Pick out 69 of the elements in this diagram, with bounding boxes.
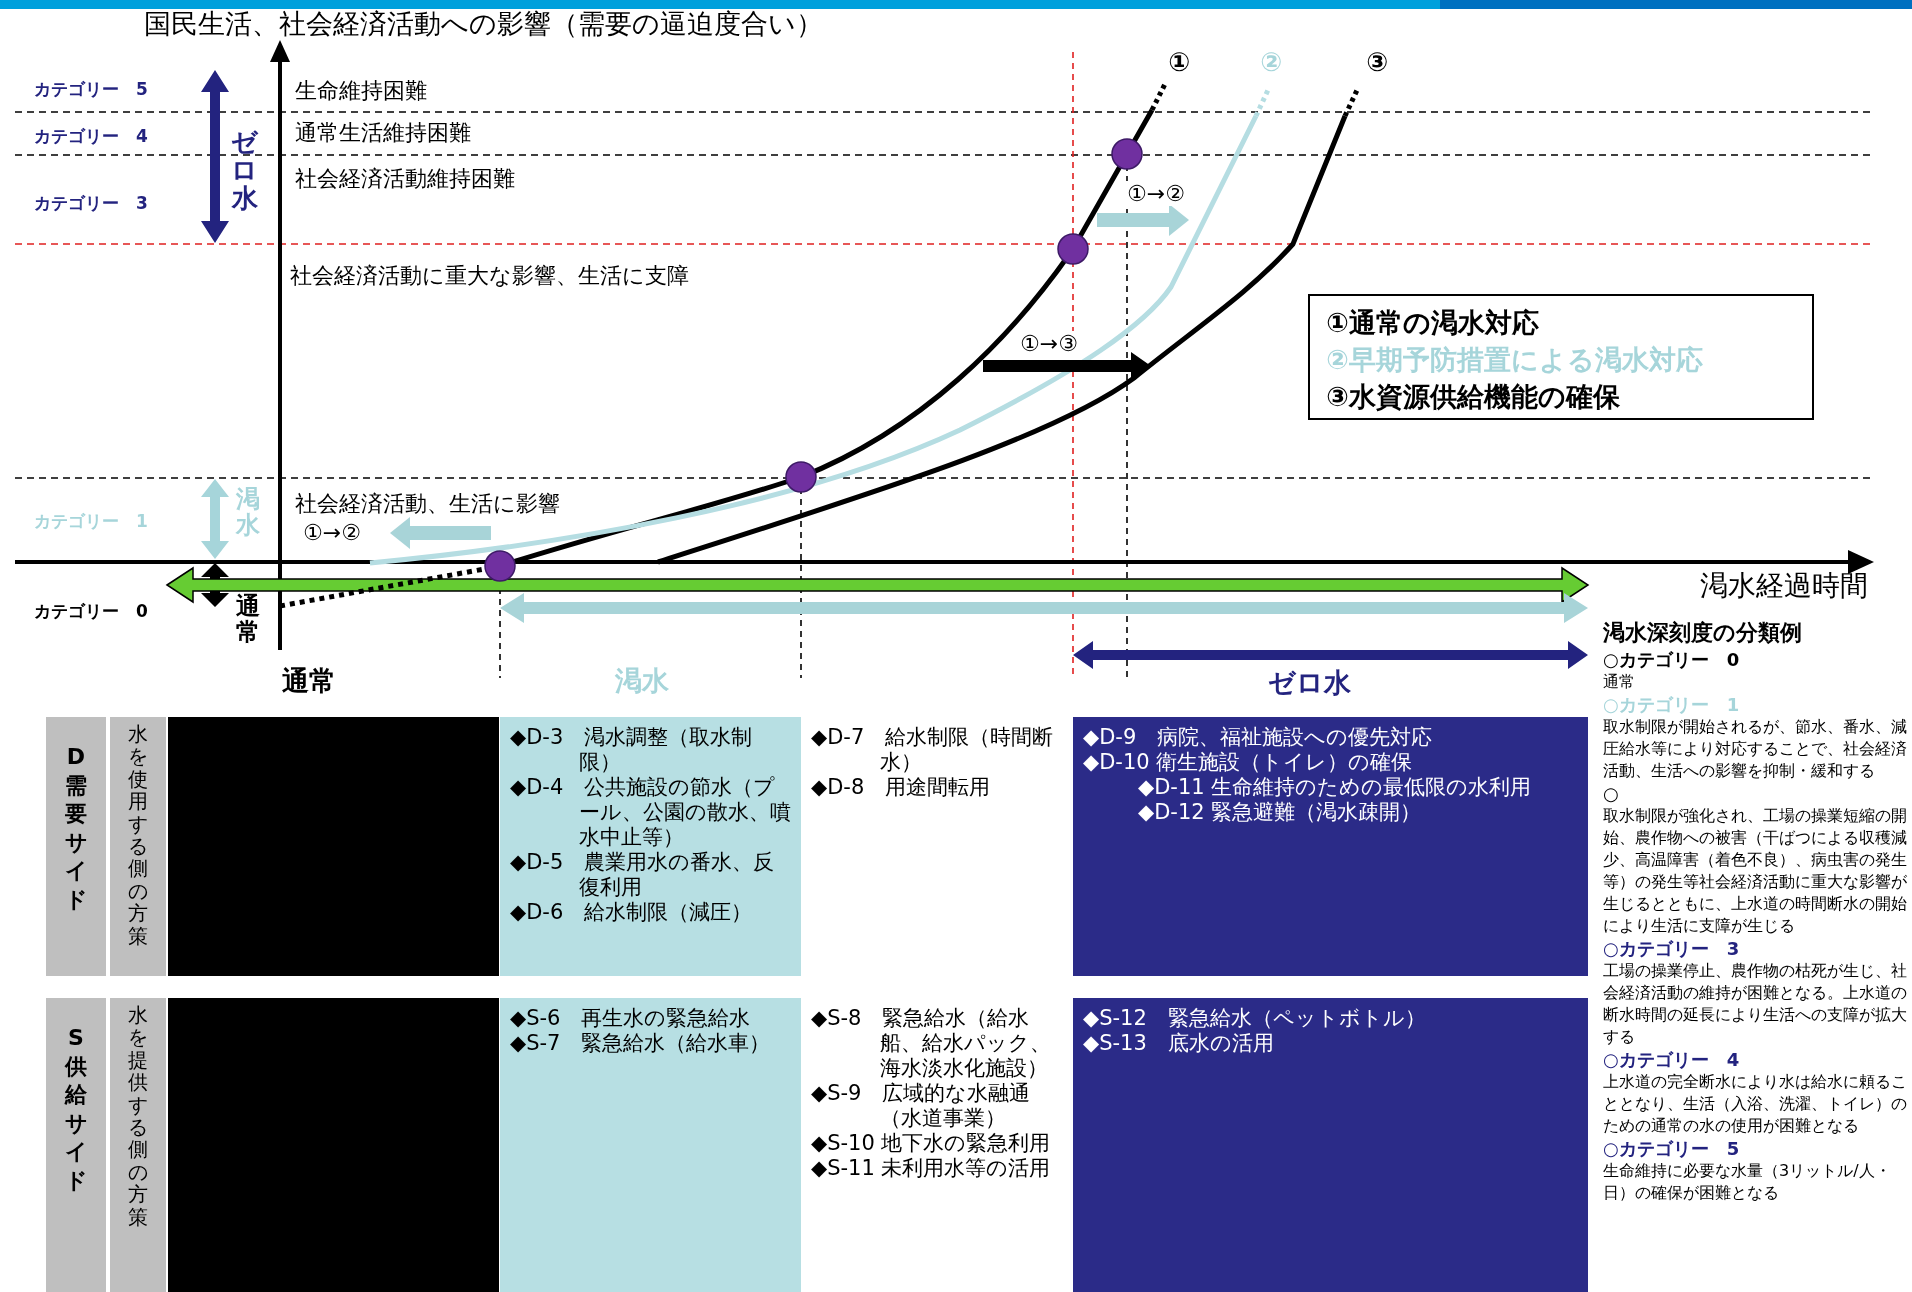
table-cell (1073, 717, 1588, 976)
table-cell (500, 998, 801, 1292)
list-item: ◆D-8 用途間転用 (811, 775, 992, 800)
category-heading: ○カテゴリー 4 (1603, 1048, 1741, 1071)
category-heading: ○カテゴリー 0 (1603, 648, 1741, 671)
row-header: S 供給サイド (46, 998, 106, 1292)
level-label: 社会経済活動に重大な影響、生活に支障 (290, 263, 689, 289)
description: 取水制限が強化され、工場の操業短縮の開始、農作物への被害（干ばつによる収穫減少、高温障害（着色不良）、病虫害の発生等）の発生等社会経済活動に重大な影響が生じるとともに、上水道の時間断水の開始により生活に支障が生じる (1603, 805, 1908, 937)
curve-label: ③ (1366, 48, 1388, 78)
table-cell (168, 717, 499, 976)
list-item: ◆S-10 地下水の緊急利用 (811, 1131, 1052, 1156)
list-item: ◆S-11 未利用水等の活用 (811, 1156, 1052, 1181)
category-heading: ○カテゴリー 5 (1603, 1137, 1741, 1160)
category-heading: ○ (1603, 782, 1620, 805)
level-label: 通常生活維持困難 (295, 120, 471, 146)
level-label: 生命維持困難 (295, 78, 427, 104)
category-label: カテゴリー 5 (34, 80, 148, 100)
list-item: ◆S-12 緊急給水（ペットボトル） (1083, 1006, 1427, 1031)
arrow-label: ①→② (303, 520, 361, 546)
description: 上水道の完全断水により水は給水に頼ることとなり、生活（入浴、洗濯、トイレ）のための通常の水の使用が困難となる (1603, 1071, 1908, 1137)
list-item: ◆S-9 広域的な水融通（水道事業） (811, 1081, 1032, 1131)
table-cell (1073, 998, 1588, 1292)
arrow-label: ①→② (1125, 181, 1187, 207)
category-label: カテゴリー 4 (34, 127, 148, 147)
legend-item: ②早期予防措置による渇水対応 (1326, 343, 1704, 377)
row-header: D 需要サイド (46, 717, 106, 976)
description: 取水制限が開始されるが、節水、番水、減圧給水等により対応することで、社会経済活動、生活への影響を抑制・緩和する (1603, 716, 1908, 782)
category-label: カテゴリー 3 (34, 194, 148, 214)
legend-item: ③水資源供給機能の確保 (1326, 380, 1621, 414)
curve-label: ② (1260, 48, 1282, 78)
list-item: ◆S-6 再生水の緊急給水 (510, 1006, 752, 1031)
description: 通常 (1603, 671, 1636, 693)
list-item: ◆D-7 給水制限（時間断水） (811, 725, 1055, 775)
level-label: 社会経済活動維持困難 (295, 166, 515, 192)
axis-title: 渇水経過時間 (1700, 570, 1868, 603)
range-label: 通常 (235, 594, 261, 646)
curve-label: ① (1168, 48, 1190, 78)
list-item: ◆S-8 緊急給水（給水船、給水パック、海水淡水化施設） (811, 1006, 1053, 1081)
category-heading: ○カテゴリー 1 (1603, 693, 1741, 716)
axis-title: 国民生活、社会経済活動への影響（需要の逼迫度合い） (144, 8, 823, 40)
panel-heading: 渇水深刻度の分類例 (1603, 619, 1803, 647)
description: 生命維持に必要な水量（3リットル/人・日）の確保が困難となる (1603, 1160, 1892, 1204)
range-label: 渇水 (235, 487, 261, 539)
category-label: カテゴリー 0 (34, 602, 148, 622)
list-item: ◆S-13 底水の活用 (1083, 1031, 1275, 1056)
range-label: ゼロ水 (231, 128, 259, 213)
list-item: ◆D-12 緊急避難（渇水疎開） (1138, 800, 1423, 825)
column-heading: ゼロ水 (1268, 667, 1351, 699)
list-item: ◆D-4 公共施設の節水（プール、公園の散水、噴水中止等） (510, 775, 793, 850)
legend-item: ①通常の渇水対応 (1326, 306, 1540, 340)
list-item: ◆D-3 渇水調整（取水制限） (510, 725, 754, 775)
column-heading: 通常 (282, 665, 336, 697)
list-item: ◆D-6 給水制限（減圧） (510, 900, 754, 925)
list-item: ◆D-10 衛生施設（トイレ）の確保 (1083, 750, 1414, 775)
legend-box (1308, 294, 1814, 420)
category-label: カテゴリー 1 (34, 512, 148, 532)
arrow-label: ①→③ (1018, 331, 1080, 357)
list-item: ◆D-11 生命維持のための最低限の水利用 (1138, 775, 1533, 800)
category-heading: ○カテゴリー 3 (1603, 937, 1741, 960)
list-item: ◆D-5 農業用水の番水、反復利用 (510, 850, 776, 900)
list-item: ◆S-7 緊急給水（給水車） (510, 1031, 772, 1056)
row-subheader: 水を使用する側の方策 (110, 717, 166, 976)
table-cell (500, 717, 801, 976)
level-label: 社会経済活動、生活に影響 (295, 491, 560, 517)
table-cell (168, 998, 499, 1292)
row-subheader: 水を提供する側の方策 (110, 998, 166, 1292)
list-item: ◆D-9 病院、福祉施設への優先対応 (1083, 725, 1434, 750)
description: 工場の操業停止、農作物の枯死が生じ、社会経済活動の維持が困難となる。上水道の断水時間の延長により生活への支障が拡大する (1603, 960, 1908, 1048)
column-heading: 渇水 (615, 665, 669, 697)
